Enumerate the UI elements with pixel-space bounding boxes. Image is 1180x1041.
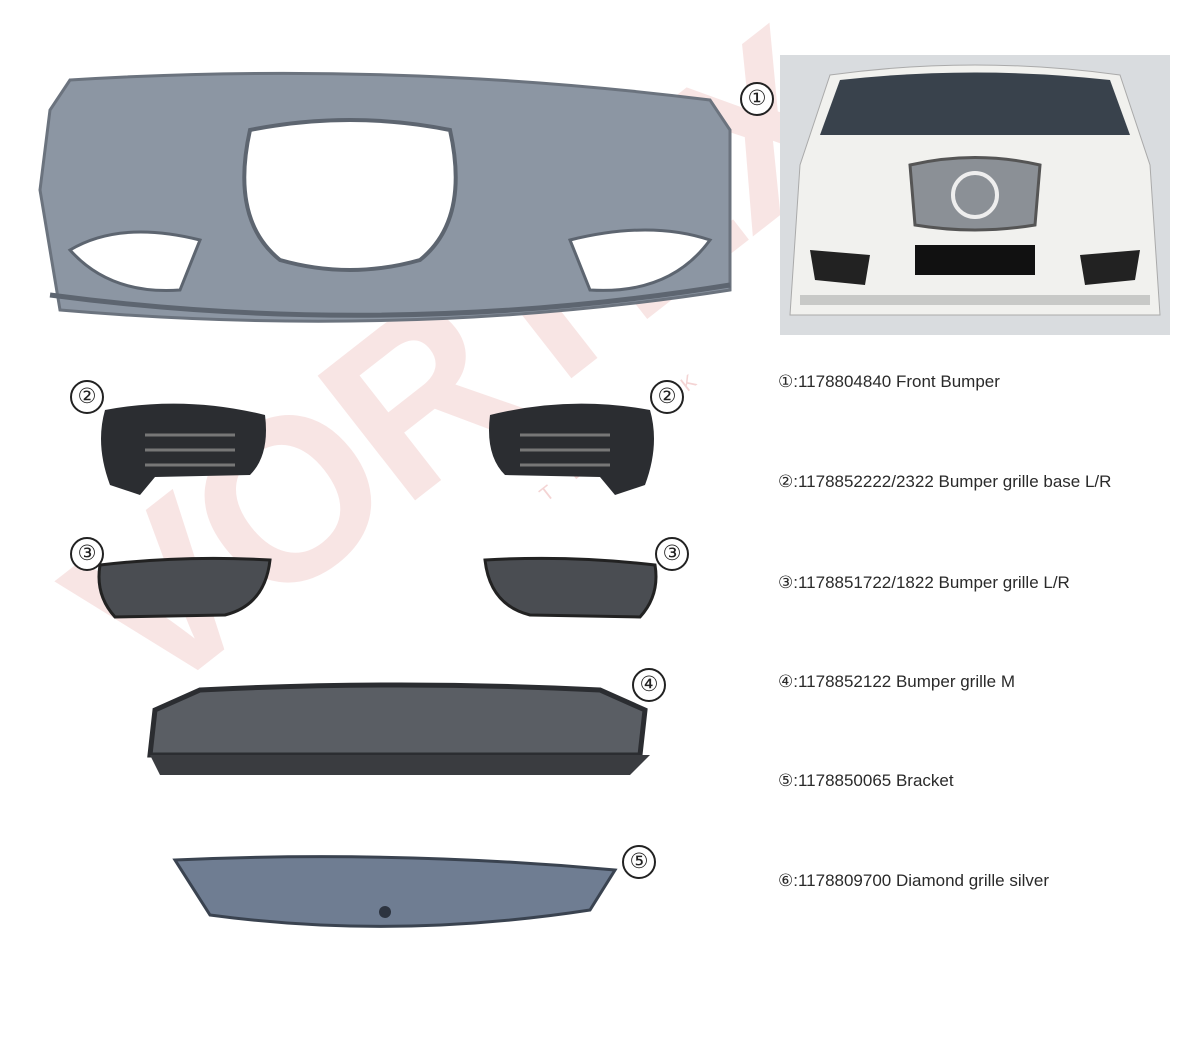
part-label-1: ①:1178804840 Front Bumper: [778, 372, 1000, 391]
part-label-3: ③:1178851722/1822 Bumper grille L/R: [778, 573, 1070, 592]
callout-3-left: ③: [70, 537, 104, 571]
grille-left-image: [97, 556, 272, 619]
bracket-image: [172, 855, 618, 928]
grille-base-right-image: [489, 403, 654, 495]
callout-3-right: ③: [655, 537, 689, 571]
part-label-5: ⑤:1178850065 Bracket: [778, 771, 954, 790]
callout-4: ④: [632, 668, 666, 702]
callout-2-right: ②: [650, 380, 684, 414]
part-label-4: ④:1178852122 Bumper grille M: [778, 672, 1016, 691]
grille-right-image: [483, 556, 658, 619]
grille-middle-image: [147, 682, 650, 775]
callout-2-left: ②: [70, 380, 104, 414]
car-front-photo: [780, 55, 1170, 335]
grille-base-left-image: [101, 403, 266, 495]
part-label-2: ②:1178852222/2322 Bumper grille base L/R: [778, 472, 1112, 491]
part-label-6: ⑥:1178809700 Diamond grille silver: [778, 871, 1050, 890]
callout-1: ①: [740, 82, 774, 116]
front-bumper-image: [38, 71, 732, 323]
callout-5: ⑤: [622, 845, 656, 879]
